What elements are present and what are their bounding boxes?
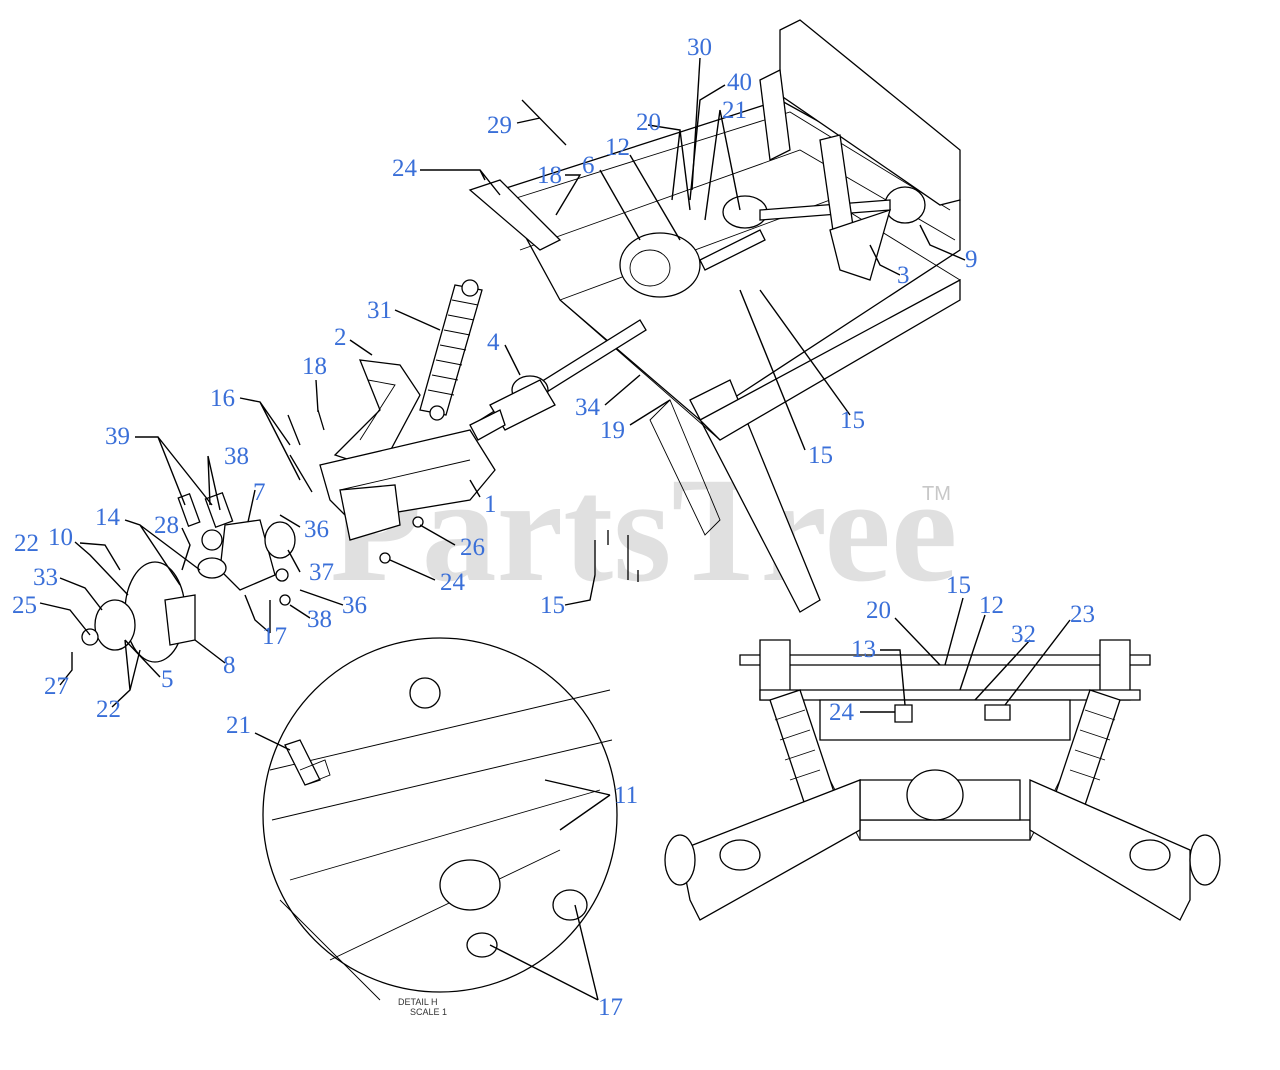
callout-12: 12 bbox=[605, 134, 630, 161]
bolt-18 bbox=[317, 409, 325, 431]
callout-23: 23 bbox=[1070, 601, 1095, 628]
callout-33: 33 bbox=[33, 564, 58, 591]
callout-24b: 24 bbox=[440, 569, 466, 596]
callout-38b: 38 bbox=[307, 606, 332, 633]
callout-36a: 36 bbox=[304, 516, 329, 543]
callout-19: 19 bbox=[600, 417, 625, 444]
callout-2: 2 bbox=[334, 324, 347, 351]
callout-21b: 21 bbox=[226, 712, 251, 739]
callout-27: 27 bbox=[44, 673, 69, 700]
callout-20b: 20 bbox=[866, 597, 891, 624]
callout-38a: 38 bbox=[224, 443, 249, 470]
callout-15a: 15 bbox=[840, 407, 865, 434]
callout-21: 21 bbox=[722, 97, 747, 124]
callout-28: 28 bbox=[154, 512, 179, 539]
callout-7: 7 bbox=[253, 479, 266, 506]
callout-13: 13 bbox=[851, 636, 876, 663]
callout-9: 9 bbox=[965, 246, 978, 273]
callout-12b: 12 bbox=[979, 592, 1004, 619]
callout-6: 6 bbox=[582, 152, 595, 179]
callout-8: 8 bbox=[223, 652, 236, 679]
callout-36b: 36 bbox=[342, 592, 367, 619]
callout-4: 4 bbox=[487, 329, 500, 356]
detail-scale: SCALE 1 bbox=[410, 1007, 447, 1017]
callout-labels: 29 30 40 21 20 12 6 24 18 9 3 31 2 4 18 … bbox=[12, 34, 1095, 1021]
callout-15c: 15 bbox=[540, 592, 565, 619]
callout-32: 32 bbox=[1011, 621, 1036, 648]
callout-22b: 22 bbox=[96, 696, 121, 723]
callout-17a: 17 bbox=[262, 623, 287, 650]
control-arms bbox=[319, 359, 496, 541]
bolt-16b bbox=[289, 454, 313, 493]
callout-39: 39 bbox=[105, 423, 130, 450]
callout-40: 40 bbox=[727, 69, 752, 96]
callout-22a: 22 bbox=[14, 530, 39, 557]
callout-20: 20 bbox=[636, 109, 661, 136]
callout-18b: 18 bbox=[302, 353, 327, 380]
callout-3: 3 bbox=[897, 262, 910, 289]
watermark-trademark: TM bbox=[922, 483, 951, 505]
callout-34: 34 bbox=[575, 394, 601, 421]
detail-h-view: DETAIL H SCALE 1 bbox=[262, 637, 618, 1017]
callout-15b: 15 bbox=[808, 442, 833, 469]
callout-10: 10 bbox=[48, 524, 73, 551]
callout-25: 25 bbox=[12, 592, 37, 619]
callout-5: 5 bbox=[161, 666, 174, 693]
callout-18: 18 bbox=[537, 162, 562, 189]
callout-26: 26 bbox=[460, 534, 485, 561]
hub-assembly bbox=[81, 491, 296, 663]
callout-31: 31 bbox=[367, 297, 392, 324]
callout-24c: 24 bbox=[829, 699, 855, 726]
callout-17b: 17 bbox=[598, 994, 623, 1021]
shock-absorber-31 bbox=[419, 279, 483, 421]
callout-24: 24 bbox=[392, 155, 418, 182]
callout-37: 37 bbox=[309, 559, 334, 586]
callout-15d: 15 bbox=[946, 572, 971, 599]
callout-29: 29 bbox=[487, 112, 512, 139]
rear-view bbox=[664, 639, 1221, 921]
callout-1: 1 bbox=[484, 491, 497, 518]
detail-label: DETAIL H bbox=[398, 997, 438, 1007]
bolt-16a bbox=[287, 414, 301, 446]
cv-axle-4 bbox=[469, 379, 556, 441]
callout-30: 30 bbox=[687, 34, 712, 61]
callout-16: 16 bbox=[210, 385, 235, 412]
callout-11: 11 bbox=[614, 782, 638, 809]
leader-lines bbox=[39, 57, 1071, 1001]
callout-14: 14 bbox=[95, 504, 121, 531]
pin-29 bbox=[521, 99, 567, 146]
